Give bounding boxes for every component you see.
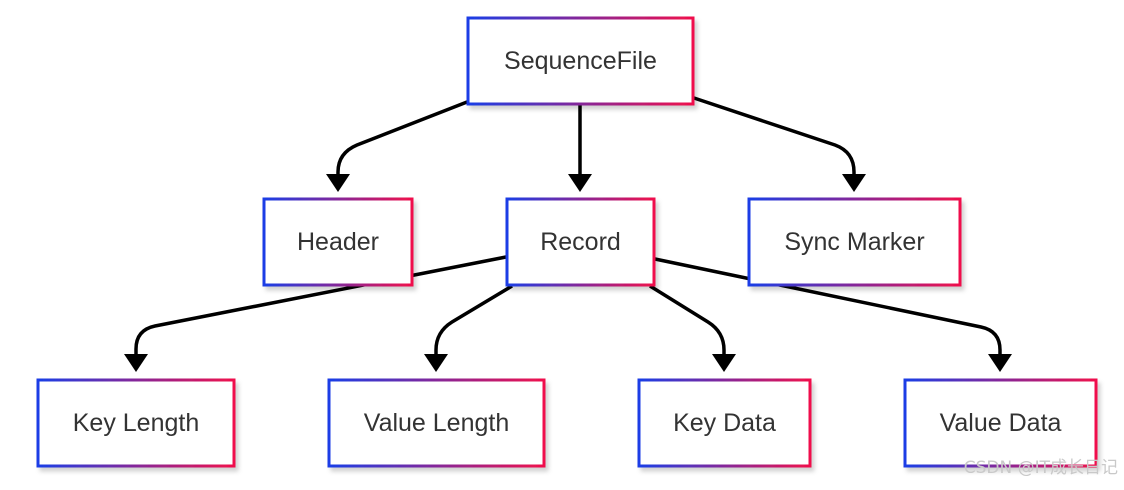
edge-record-to-key-data	[649, 284, 726, 356]
node-label-sync-marker: Sync Marker	[784, 228, 924, 256]
node-label-sequencefile: SequenceFile	[504, 47, 657, 75]
node-label-record: Record	[540, 228, 621, 256]
edge-sequencefile-to-header	[336, 100, 468, 176]
node-sequencefile: SequenceFile	[466, 16, 695, 106]
arrowhead-value-length	[424, 354, 448, 372]
node-sync-marker: Sync Marker	[747, 197, 962, 287]
node-header: Header	[262, 197, 414, 287]
node-label-value-length: Value Length	[364, 409, 510, 437]
arrowhead-sync-marker	[842, 174, 866, 192]
arrowhead-record	[568, 174, 592, 192]
node-value-length: Value Length	[327, 378, 546, 468]
edge-record-to-value-data	[654, 257, 1002, 356]
arrowhead-key-length	[124, 354, 148, 372]
node-label-key-length: Key Length	[73, 409, 200, 437]
arrowhead-header	[326, 174, 350, 192]
node-key-data: Key Data	[637, 378, 812, 468]
edge-record-to-value-length	[434, 284, 513, 356]
node-label-key-data: Key Data	[673, 409, 776, 437]
node-label-header: Header	[297, 228, 379, 256]
node-record: Record	[505, 197, 656, 287]
watermark: CSDN @IT成长日记	[963, 458, 1118, 478]
edges	[124, 96, 1012, 372]
node-value-data: Value Data	[903, 378, 1098, 468]
arrowhead-value-data	[988, 354, 1012, 372]
arrowhead-key-data	[712, 354, 736, 372]
node-key-length: Key Length	[36, 378, 236, 468]
node-label-value-data: Value Data	[940, 409, 1062, 437]
edge-sequencefile-to-sync-marker	[693, 96, 856, 176]
edge-record-to-key-length	[134, 255, 507, 356]
